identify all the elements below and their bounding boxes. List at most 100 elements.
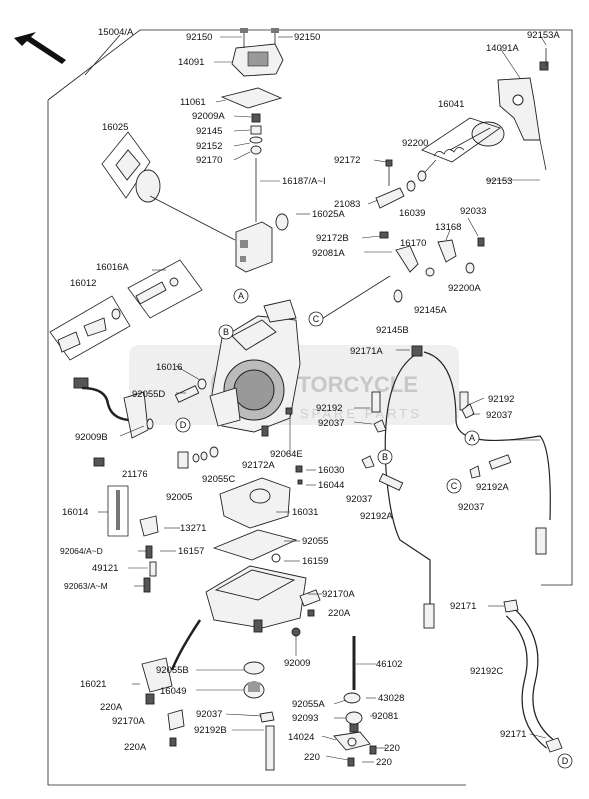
label-16030: 16030	[318, 465, 344, 476]
label-16016: 16016	[156, 362, 182, 373]
hose-92192B	[259, 711, 275, 771]
ref-circle-B2: B	[377, 449, 393, 465]
label-92064E: 92064E	[270, 449, 303, 460]
label-13271: 13271	[180, 523, 206, 534]
label-92171A: 92171A	[350, 346, 383, 357]
label-220A-right: 220A	[328, 608, 351, 619]
label-220A-left: 220A	[100, 702, 123, 713]
svg-text:A: A	[469, 433, 475, 443]
label-16159: 16159	[302, 556, 328, 567]
label-16049: 16049	[160, 686, 186, 697]
label-92145: 92145	[196, 126, 222, 137]
float-parts-14024	[333, 711, 377, 767]
top-cover-14091	[231, 28, 284, 77]
label-92055: 92055	[302, 536, 328, 547]
label-14091A: 14091A	[486, 43, 519, 54]
label-92063AM: 92063/A~M	[64, 581, 108, 591]
label-16031: 16031	[292, 507, 318, 518]
hose-92192C	[503, 599, 563, 753]
label-16044: 16044	[318, 480, 344, 491]
label-92081A: 92081A	[312, 248, 345, 259]
fitting-box-16012	[49, 295, 131, 361]
label-92145A: 92145A	[414, 305, 447, 316]
drain-plug-16049	[243, 661, 265, 699]
slide-valve-16025A	[235, 213, 289, 273]
label-43028: 43028	[378, 693, 404, 704]
label-92172A: 92172A	[242, 460, 275, 471]
svg-text:A: A	[238, 291, 244, 301]
label-49121: 49121	[92, 563, 118, 574]
label-92200A: 92200A	[448, 283, 481, 294]
label-92150-left: 92150	[186, 32, 212, 43]
label-92037-right: 92037	[486, 410, 512, 421]
label-11061: 11061	[180, 97, 206, 108]
gasket-92055	[212, 529, 298, 563]
label-92145B: 92145B	[376, 325, 409, 336]
needle-92005	[177, 446, 219, 469]
label-21176: 21176	[122, 469, 148, 480]
gasket-11061	[220, 87, 283, 109]
label-92200: 92200	[402, 138, 428, 149]
label-16014: 16014	[62, 507, 88, 518]
svg-text:B: B	[382, 452, 388, 462]
label-92081: 92081	[372, 711, 398, 722]
label-92055A: 92055A	[292, 699, 325, 710]
needle-46102	[343, 636, 361, 704]
svg-text:C: C	[313, 314, 320, 324]
front-direction-arrow-icon	[14, 32, 66, 64]
label-15004A: 15004/A	[98, 27, 134, 38]
label-21083: 21083	[334, 199, 360, 210]
label-92171-bottom: 92171	[500, 729, 526, 740]
label-92055C: 92055C	[202, 474, 235, 485]
ring-92145B	[393, 289, 403, 303]
throttle-lever-14091A	[497, 48, 549, 171]
label-16016A: 16016A	[96, 262, 129, 273]
label-92005: 92005	[166, 492, 192, 503]
label-220-left: 220	[304, 752, 320, 763]
label-92192-right: 92192	[488, 394, 514, 405]
sensor-16021	[141, 619, 202, 747]
ref-circle-A2: A	[464, 430, 480, 446]
vent-hose-92192	[361, 345, 551, 629]
ref-circle-C1: C	[308, 311, 324, 327]
screw-92172A	[261, 425, 269, 437]
label-92055D: 92055D	[132, 389, 165, 400]
label-92064AD: 92064/A~D	[60, 546, 103, 556]
label-92172B: 92172B	[316, 233, 349, 244]
ref-circle-A1: A	[233, 288, 249, 304]
label-220-bottom: 220	[376, 757, 392, 768]
leader-lines	[98, 34, 547, 763]
label-92093: 92093	[292, 713, 318, 724]
fitting-box-16016A	[127, 259, 203, 319]
svg-text:D: D	[180, 420, 187, 430]
label-92153A: 92153A	[527, 30, 560, 41]
label-92172: 92172	[334, 155, 360, 166]
label-92037-bottom: 92037	[196, 709, 222, 720]
label-16187: 16187/A~I	[282, 176, 326, 187]
washer-parts-right	[375, 159, 485, 277]
label-16025A: 16025A	[312, 209, 345, 220]
label-16157: 16157	[178, 546, 204, 557]
label-16039: 16039	[399, 208, 425, 219]
label-16021: 16021	[80, 679, 106, 690]
label-92192A-right: 92192A	[476, 482, 509, 493]
label-92170A-left: 92170A	[112, 716, 145, 727]
label-92170A-right: 92170A	[322, 589, 355, 600]
label-46102: 46102	[376, 659, 402, 670]
diaphragm-16025	[101, 131, 236, 241]
pump-parts-16031	[219, 465, 303, 529]
label-92171-top: 92171	[450, 601, 476, 612]
small-parts-stack	[249, 113, 263, 222]
jet-16016	[174, 378, 207, 403]
ref-circle-C2: C	[446, 478, 462, 494]
watermark-line-2: SPARE PARTS	[300, 406, 422, 421]
label-92152: 92152	[196, 141, 222, 152]
label-14024: 14024	[288, 732, 314, 743]
label-14091: 14091	[178, 57, 204, 68]
ref-circle-D2: D	[557, 753, 573, 769]
sensor-21176	[73, 377, 154, 467]
label-92153: 92153	[486, 176, 512, 187]
label-92192A-mid: 92192A	[360, 511, 393, 522]
label-92192C: 92192C	[470, 666, 503, 677]
